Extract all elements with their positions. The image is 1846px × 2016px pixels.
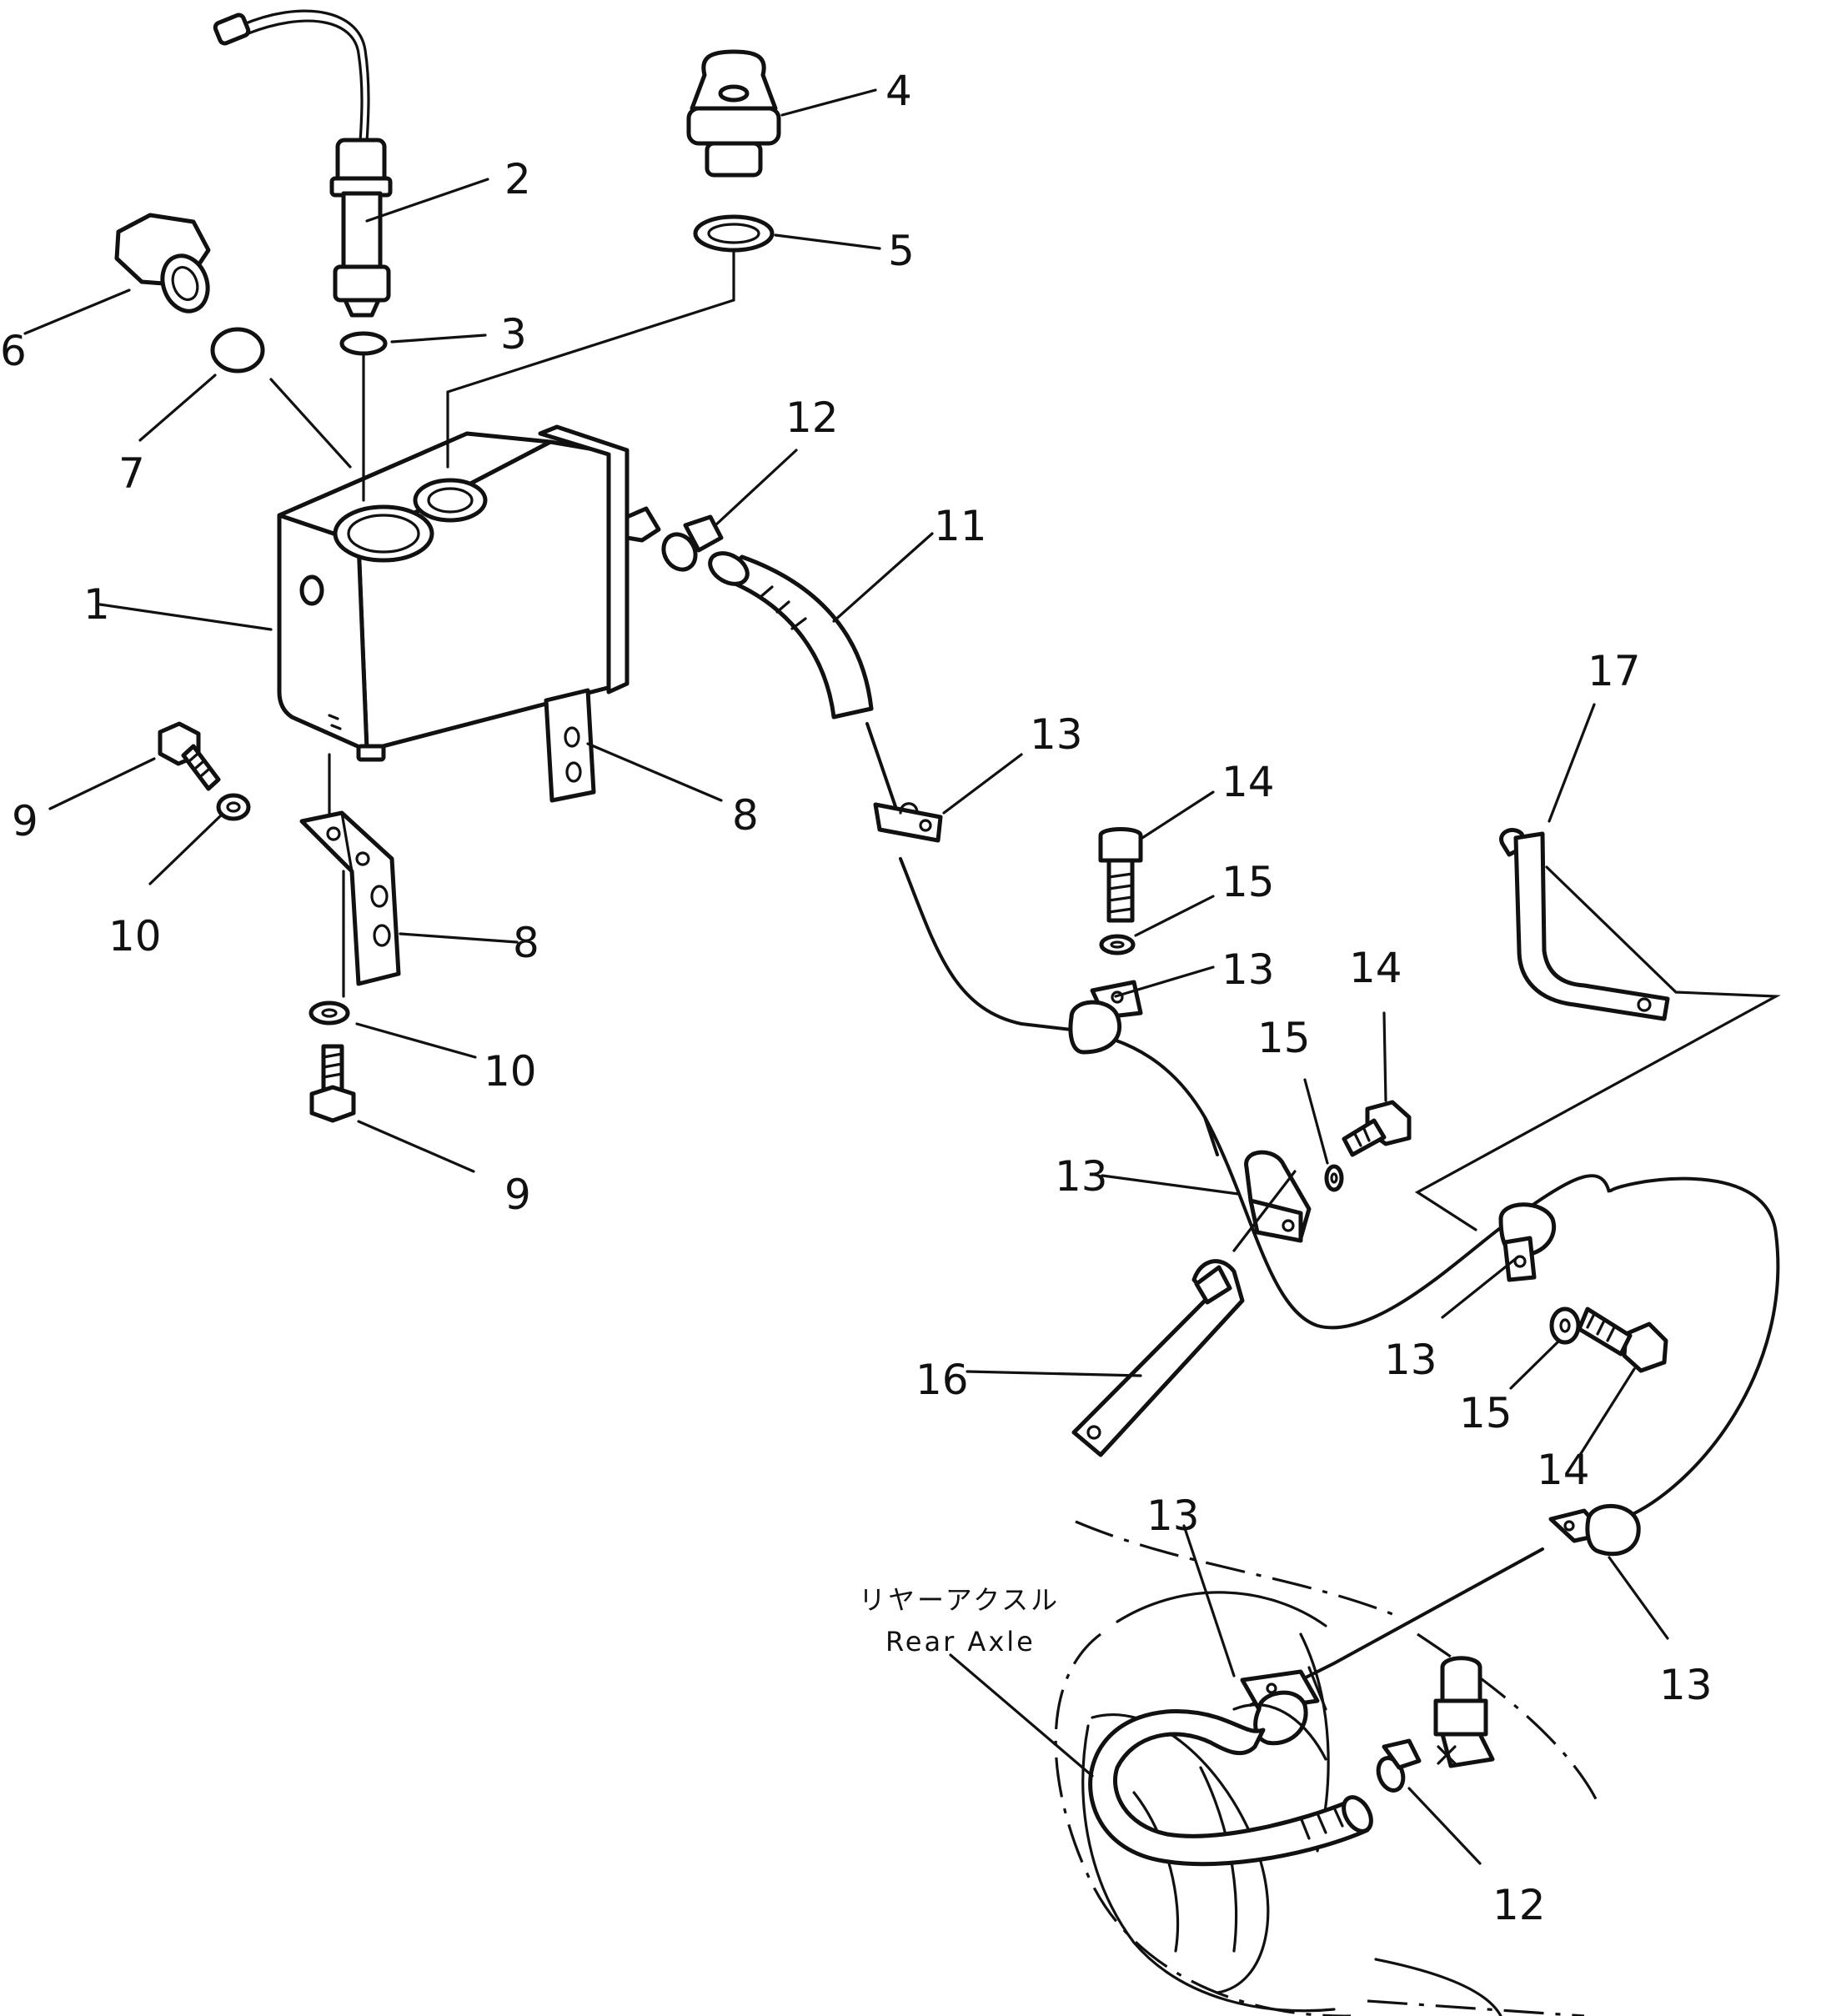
callout-16: 16 [915, 1356, 969, 1404]
washer-15-c [1549, 1306, 1581, 1345]
clamp-13-e [1548, 1503, 1641, 1557]
callout-9a: 9 [12, 797, 38, 845]
level-sensor [213, 9, 393, 318]
rear-axle-sketch [1054, 1520, 1603, 2016]
callout-9b: 9 [504, 1171, 531, 1219]
bracket-16 [1071, 1259, 1245, 1457]
callout-15a: 15 [1221, 858, 1275, 906]
clamp-13-d [1498, 1202, 1557, 1282]
callout-17: 17 [1588, 647, 1641, 695]
plug [114, 213, 211, 313]
callout-8a: 8 [732, 791, 759, 840]
callout-labels: 1 2 3 4 5 6 7 8 8 9 9 10 10 11 12 12 13 … [0, 67, 1713, 1929]
o-ring-7 [210, 327, 265, 374]
washer-15-a [1099, 934, 1136, 955]
callout-12b: 12 [1492, 1881, 1546, 1929]
callout-7: 7 [118, 449, 145, 498]
gasket-5 [693, 214, 775, 253]
axle-hose [1088, 1709, 1373, 1867]
rear-axle-note: リヤーアクスル Rear Axle [859, 1584, 1060, 1657]
bracket-17 [1499, 828, 1670, 1021]
callout-13c: 13 [1055, 1152, 1108, 1201]
callout-2: 2 [504, 155, 531, 203]
o-ring-3 [339, 331, 388, 356]
rear-axle-english: Rear Axle [885, 1626, 1036, 1657]
clamp-13-c [1244, 1150, 1312, 1243]
bolt-9-lower [309, 1044, 356, 1123]
bracket-8-lower [299, 810, 401, 986]
callout-14b: 14 [1349, 944, 1402, 992]
clamp-13-a [873, 802, 943, 843]
assembly-lines [269, 248, 1781, 1252]
callout-12a: 12 [785, 394, 839, 442]
callout-15b: 15 [1257, 1014, 1311, 1062]
bolt-14-c [1577, 1306, 1668, 1373]
callout-13f: 13 [1659, 1661, 1713, 1709]
callout-13a: 13 [1030, 710, 1083, 759]
clamp-13-b [1068, 980, 1143, 1055]
bleeder-valve [1433, 1656, 1495, 1768]
callout-14a: 14 [1221, 758, 1275, 806]
breather-cap [686, 49, 781, 178]
callout-5: 5 [888, 227, 915, 275]
callout-11: 11 [934, 502, 987, 550]
washer-10-lower [309, 1000, 350, 1026]
bracket-8-upper [544, 688, 596, 803]
callout-13b: 13 [1221, 945, 1275, 994]
bolt-14-a [1098, 827, 1143, 923]
callout-4: 4 [885, 67, 912, 115]
tank [277, 424, 661, 762]
washer-15-b [1324, 1164, 1344, 1192]
bolt-14-b [1342, 1100, 1412, 1157]
leader-lines [23, 88, 1669, 1865]
hose-clamp-12-lower [1376, 1738, 1422, 1793]
brake-pipe [865, 722, 1780, 1536]
callout-14c: 14 [1537, 1446, 1590, 1494]
callout-6: 6 [0, 327, 27, 375]
callout-8b: 8 [513, 919, 539, 967]
washer-10-upper [216, 793, 251, 821]
bolt-9-upper [158, 721, 221, 791]
callout-13d: 13 [1384, 1336, 1437, 1384]
hose-11 [708, 551, 874, 720]
callout-1: 1 [83, 580, 110, 629]
callout-13e: 13 [1146, 1492, 1200, 1540]
rear-axle-japanese: リヤーアクスル [859, 1584, 1060, 1616]
callout-10b: 10 [484, 1047, 537, 1096]
callout-15c: 15 [1459, 1389, 1512, 1437]
hose-clamp-12-upper [661, 514, 724, 572]
callout-3: 3 [500, 310, 527, 359]
callout-10a: 10 [108, 912, 162, 960]
